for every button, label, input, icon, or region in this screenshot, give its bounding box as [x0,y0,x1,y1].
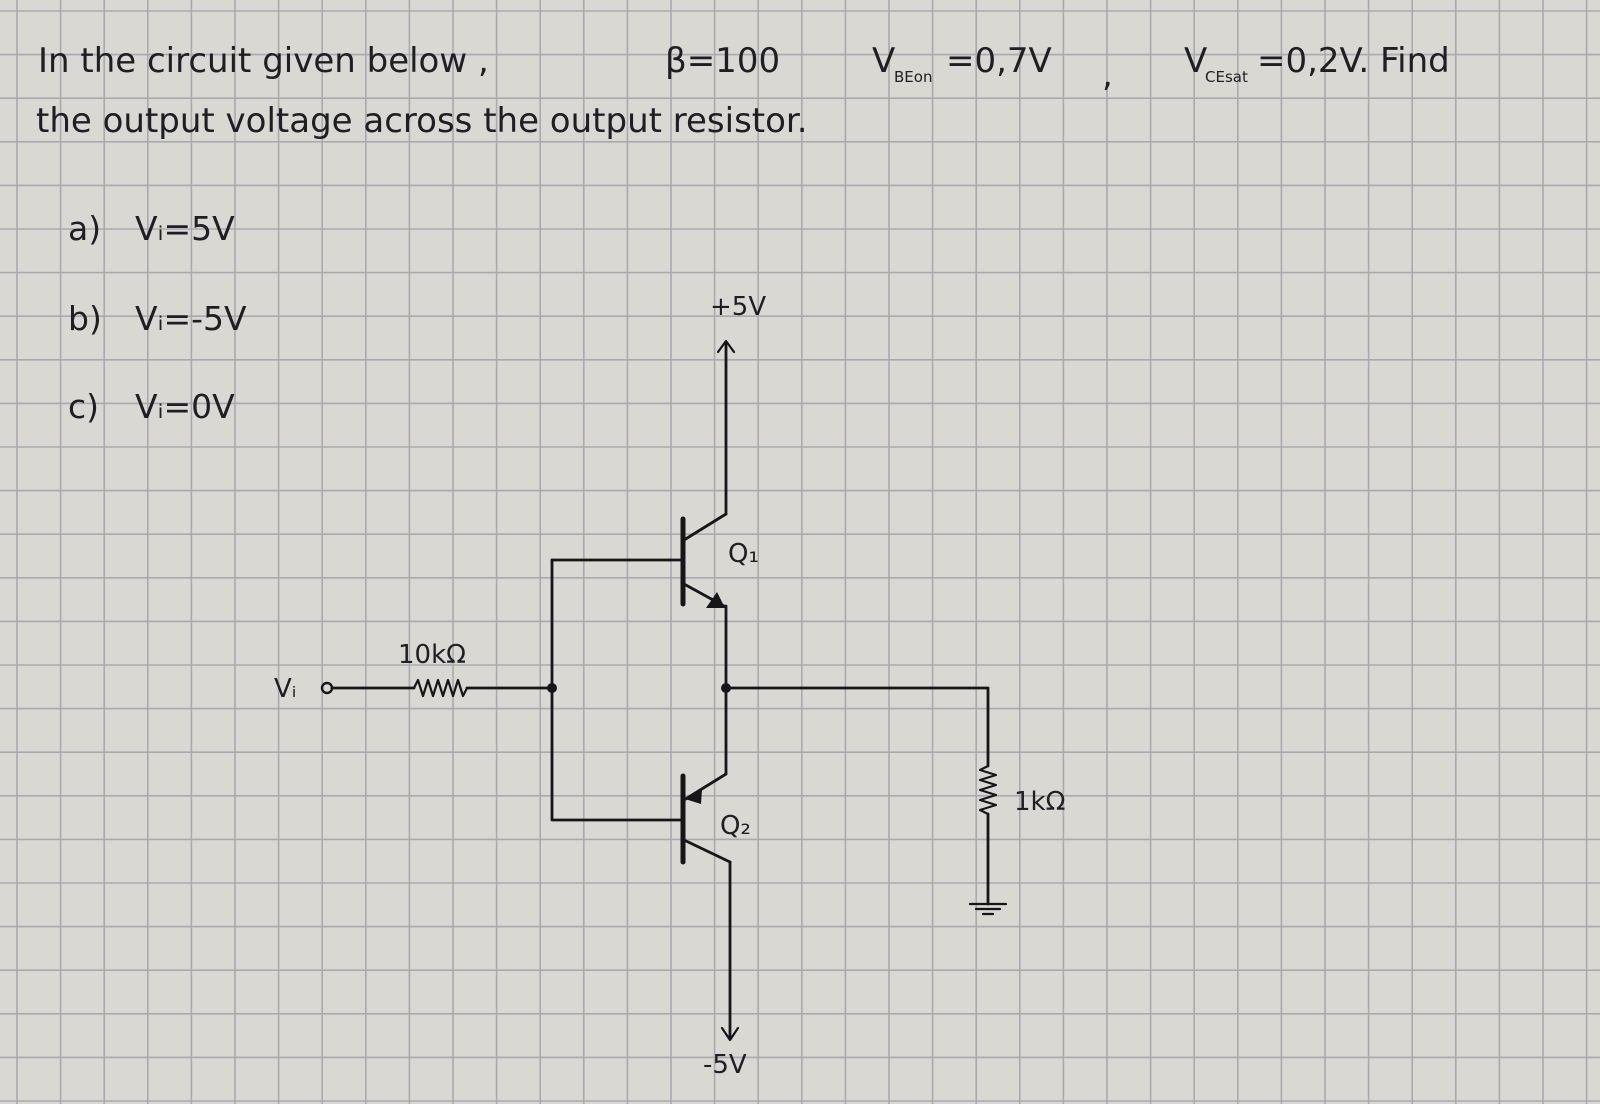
vce-value: =0,2V. Find [1257,41,1450,81]
separator-comma: , [1102,55,1113,95]
parts-list: a) Vᵢ=5V b) Vᵢ=-5V c) Vᵢ=0V [68,209,247,426]
vbe-subscript: BEon [894,68,932,86]
part-b-text: Vᵢ=-5V [135,299,247,338]
part-a-text: Vᵢ=5V [135,209,235,248]
q1-label: Q₁ [728,539,759,569]
q2-collector-lead [682,838,732,864]
q1-collector-lead [682,512,728,542]
ground-icon [968,902,1008,916]
circuit-diagram: +5V -5V Q₁ Q₂ Vᵢ 10kΩ [274,292,1065,1080]
vce-symbol: V [1184,41,1207,81]
q2-label: Q₂ [720,811,751,841]
input-label: Vᵢ [274,674,296,704]
supply-positive-label: +5V [710,292,766,322]
vbe-value: =0,7V [946,41,1052,81]
input-resistor-label: 10kΩ [398,640,466,670]
part-c-label: c) [68,387,99,426]
part-b-label: b) [68,299,102,338]
question-line-2: the output voltage across the output res… [36,101,808,141]
up-arrow-icon [716,339,736,354]
output-wire [724,686,990,768]
part-c-text: Vᵢ=0V [135,387,235,426]
load-resistor-zigzag [978,764,998,816]
q1-emitter-arrow-icon [706,592,725,608]
part-a-label: a) [68,209,101,248]
supply-negative-label: -5V [703,1050,747,1080]
question-line-1-prefix: In the circuit given below , [38,41,489,81]
input-resistor-zigzag [412,678,469,698]
vce-subscript: CEsat [1205,68,1248,86]
base-tie-wire [550,558,685,822]
question-text: In the circuit given below , β=100 V BEo… [36,41,1450,141]
q2-emitter-arrow-icon [685,789,702,804]
down-arrow-icon [720,1026,740,1042]
vbe-symbol: V [872,41,895,81]
load-resistor-label: 1kΩ [1014,787,1065,817]
beta-value: β=100 [665,41,780,81]
